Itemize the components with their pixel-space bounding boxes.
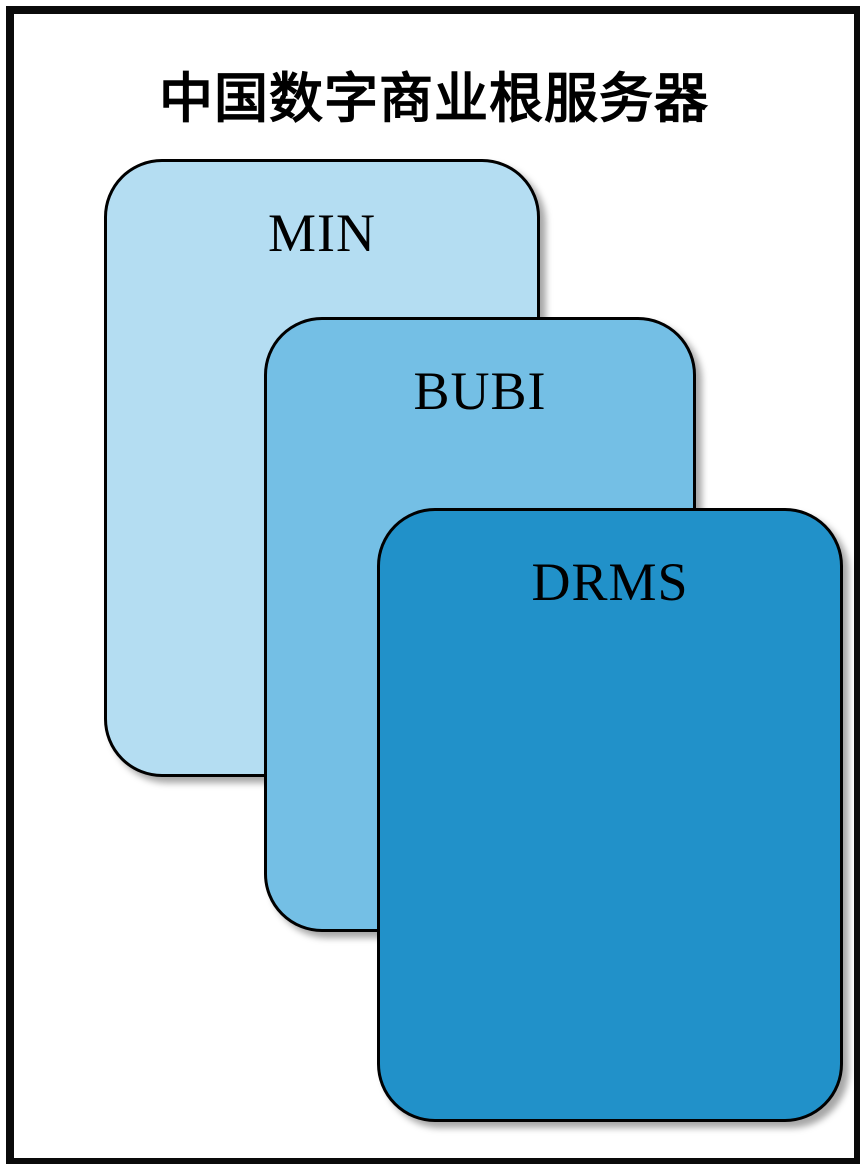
card-min-label: MIN xyxy=(268,203,376,263)
diagram-title: 中国数字商业根服务器 xyxy=(159,67,709,130)
diagram-frame: 中国数字商业根服务器 MIN BUBI DRMS xyxy=(6,6,860,1164)
card-drms-label: DRMS xyxy=(531,552,689,612)
card-bubi-label: BUBI xyxy=(413,361,547,421)
card-drms: DRMS xyxy=(377,508,843,1122)
